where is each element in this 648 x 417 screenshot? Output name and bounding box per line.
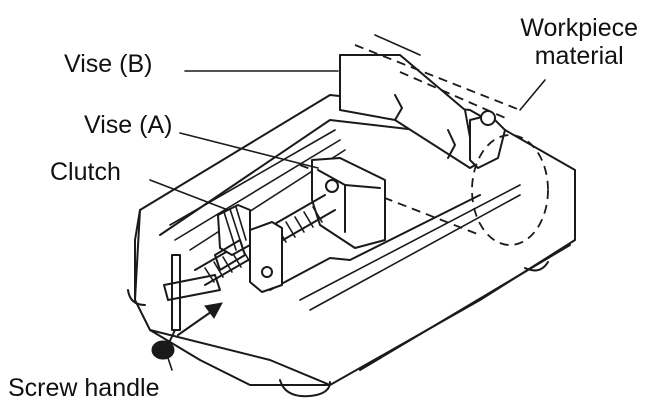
- clutch-label: Clutch: [50, 158, 121, 186]
- vise-b-fence: [339, 54, 506, 169]
- vise-b-label: Vise (B): [64, 50, 153, 78]
- screw-handle: [151, 254, 223, 360]
- vise-a-label: Vise (A): [84, 111, 173, 139]
- leader-lines: [149, 70, 546, 371]
- workpiece-label-line2: material: [534, 42, 624, 70]
- workpiece-label-line1: Workpiece: [520, 14, 638, 42]
- vise-a-jaw: [311, 157, 386, 249]
- clutch: [214, 204, 251, 271]
- machine-base: [127, 94, 576, 398]
- workpiece-material-label: Workpiece material: [520, 14, 638, 70]
- screw-handle-label: Screw handle: [8, 374, 160, 402]
